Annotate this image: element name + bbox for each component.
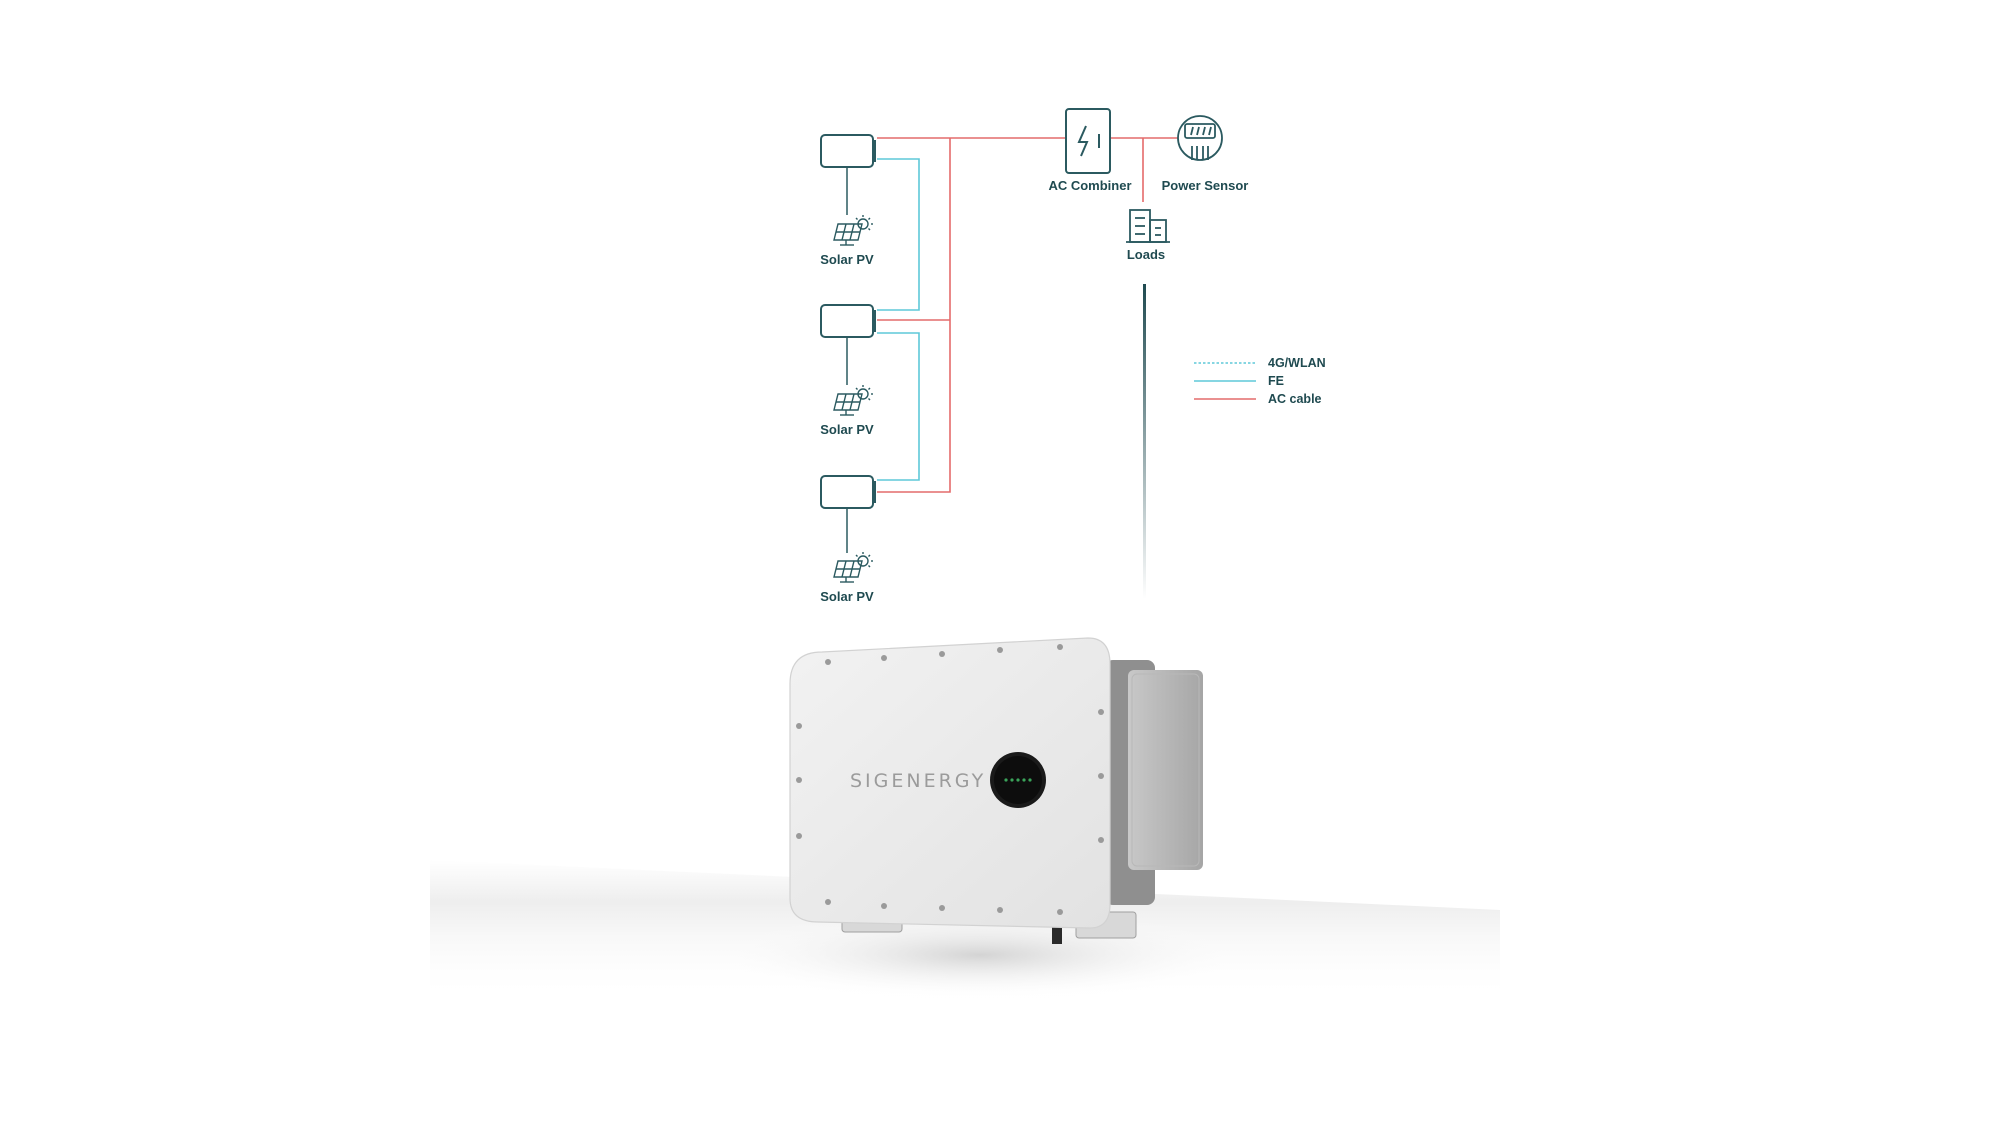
panel-screws (796, 644, 1104, 915)
legend-item-4g-wlan: 4G/WLAN (1194, 356, 1326, 370)
power-meter-icon (1177, 115, 1223, 161)
solar-pv-label: Solar PV (820, 589, 874, 604)
legend-item-ac-cable: AC cable (1194, 392, 1322, 406)
solar-pv-3: Solar PV (820, 552, 874, 604)
fe-cables (877, 158, 920, 481)
solar-pv-2: Solar PV (820, 385, 874, 437)
solar-pv-1: Solar PV (820, 215, 874, 267)
status-display (990, 752, 1046, 808)
legend-label: FE (1268, 374, 1284, 388)
solar-pv-label: Solar PV (820, 252, 874, 267)
trunk-cable (1143, 284, 1146, 599)
inverter-unit-2 (820, 304, 876, 338)
ac-cables (877, 137, 1178, 493)
loads: Loads (1126, 209, 1170, 262)
ac-combiner-label: AC Combiner (1048, 178, 1131, 193)
inverter-unit-3 (820, 475, 876, 509)
solar-panel-icon (833, 215, 873, 246)
ac-combiner: AC Combiner (1048, 108, 1132, 193)
ac-combiner-icon (1065, 108, 1111, 174)
inverter-front-panel (789, 637, 1111, 929)
solar-panel-icon (833, 385, 873, 416)
inverter-unit-1 (820, 134, 876, 168)
legend-label: 4G/WLAN (1268, 356, 1326, 370)
legend-item-fe: FE (1194, 374, 1284, 388)
inverter-product-render: SIGENERGY (430, 637, 1500, 1000)
solar-pv-label: Solar PV (820, 422, 874, 437)
brand-logo: SIGENERGY (850, 770, 986, 792)
legend-label: AC cable (1268, 392, 1322, 406)
status-leds (1004, 778, 1032, 782)
building-icon (1126, 209, 1170, 243)
power-sensor-label: Power Sensor (1162, 178, 1249, 193)
legend: 4G/WLAN FE AC cable (1194, 356, 1326, 406)
solar-panel-icon (833, 552, 873, 583)
loads-label: Loads (1127, 247, 1165, 262)
power-sensor: Power Sensor (1162, 115, 1249, 193)
